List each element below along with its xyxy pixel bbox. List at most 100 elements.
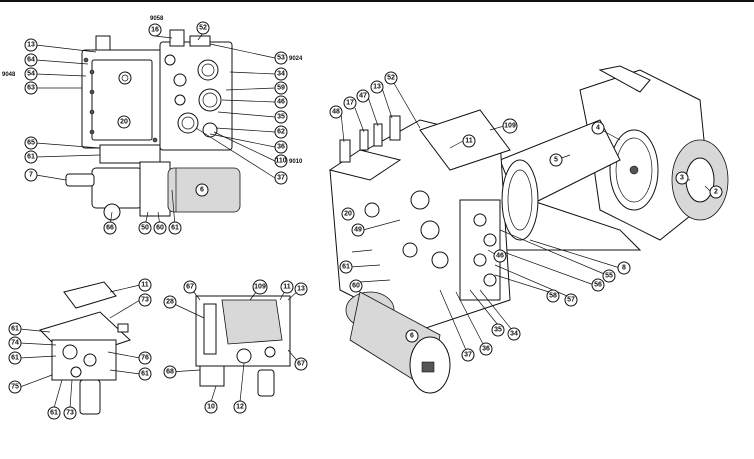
callout-110: 110 [274,154,288,168]
callout-48: 48 [329,105,343,119]
svg-text:109: 109 [504,123,516,130]
callout-13c: 13 [294,282,308,296]
svg-text:16: 16 [151,27,159,34]
svg-text:52: 52 [199,25,207,32]
svg-text:64: 64 [27,57,35,64]
svg-text:46: 46 [496,253,504,260]
svg-text:13: 13 [27,42,35,49]
svg-text:110: 110 [275,158,286,165]
callout-61g: 61 [47,406,61,420]
svg-text:6: 6 [410,333,414,340]
svg-text:66: 66 [106,225,114,232]
svg-text:34: 34 [510,331,518,338]
callout-67b: 67 [294,357,308,371]
callout-28: 28 [163,295,177,309]
callout-36a: 36 [274,140,288,154]
svg-text:73: 73 [141,297,149,304]
svg-text:37: 37 [464,352,472,359]
svg-text:61: 61 [171,225,179,232]
callout-35a: 35 [274,110,288,124]
callout-62: 62 [274,125,288,139]
svg-text:53: 53 [277,55,285,62]
callout-13b: 13 [370,80,384,94]
svg-text:36: 36 [482,346,490,353]
callout-4: 4 [591,121,605,135]
svg-text:60: 60 [352,283,360,290]
top-fitting-left [95,35,111,51]
detail-pump-cover [221,299,283,345]
svg-text:50: 50 [141,225,149,232]
callout-66: 66 [103,221,117,235]
callout-54: 54 [24,67,38,81]
svg-text:63: 63 [27,85,35,92]
fitting-48 [339,139,351,163]
svg-text:46: 46 [277,99,285,106]
callout-3: 3 [675,171,689,185]
callout-56: 56 [591,278,605,292]
callout-46a: 46 [274,95,288,109]
callout-37b: 37 [461,348,475,362]
svg-text:20: 20 [120,119,128,126]
svg-text:4: 4 [596,125,600,132]
valve-cap-middle [198,88,222,112]
callout-61a: 61 [24,150,38,164]
callout-12: 12 [233,400,247,414]
callout-61d: 61 [8,322,22,336]
svg-text:11: 11 [141,282,149,289]
top-fitting-center [169,29,185,47]
svg-text:12: 12 [236,404,244,411]
svg-text:75: 75 [11,384,19,391]
svg-text:60: 60 [156,225,164,232]
lower-manifold [99,144,161,164]
svg-text:61: 61 [342,264,350,271]
callout-11c: 11 [280,280,294,294]
ref-9010: 9010 [289,159,303,165]
valve-housing-face [91,59,153,141]
callout-61e: 61 [8,351,22,365]
callout-49: 49 [351,223,365,237]
callout-7: 7 [24,168,38,182]
callout-67a: 67 [183,280,197,294]
callout-61c: 61 [339,260,353,274]
drive-gear [501,159,539,241]
svg-text:56: 56 [594,282,602,289]
svg-text:61: 61 [11,355,19,362]
svg-text:6: 6 [200,187,204,194]
svg-text:55: 55 [605,273,613,280]
svg-text:28: 28 [166,299,174,306]
svg-text:73: 73 [66,410,74,417]
callout-68: 68 [163,365,177,379]
callout-11a: 11 [462,134,476,148]
callout-36b: 36 [479,342,493,356]
valve-cap-lower [177,112,199,134]
callout-65: 65 [24,136,38,150]
svg-text:37: 37 [277,175,285,182]
svg-text:57: 57 [567,297,575,304]
svg-text:47: 47 [359,93,367,100]
callout-2: 2 [709,185,723,199]
svg-text:61: 61 [11,326,19,333]
detail-plug-12 [257,369,275,397]
detail-base [199,365,225,387]
ref-9048: 9048 [2,72,16,78]
callout-17: 17 [343,96,357,110]
svg-text:61: 61 [50,410,58,417]
callout-52b: 52 [384,71,398,85]
isometric-assembly [328,65,729,394]
callout-109b: 109 [252,279,268,295]
callout-74: 74 [8,336,22,350]
detail-fitting [117,323,129,333]
callout-8: 8 [617,261,631,275]
bottom-left-detail [39,281,131,415]
svg-text:36: 36 [277,144,285,151]
callout-73a: 73 [138,293,152,307]
callout-73b: 73 [63,406,77,420]
detail-gear-strip [203,303,217,355]
svg-text:59: 59 [277,85,285,92]
detail-cylinder [79,379,101,415]
callout-10: 10 [204,400,218,414]
top-fitting-right [189,35,211,47]
callout-20a: 20 [117,115,131,129]
svg-text:13: 13 [297,286,305,293]
svg-text:61: 61 [141,371,149,378]
